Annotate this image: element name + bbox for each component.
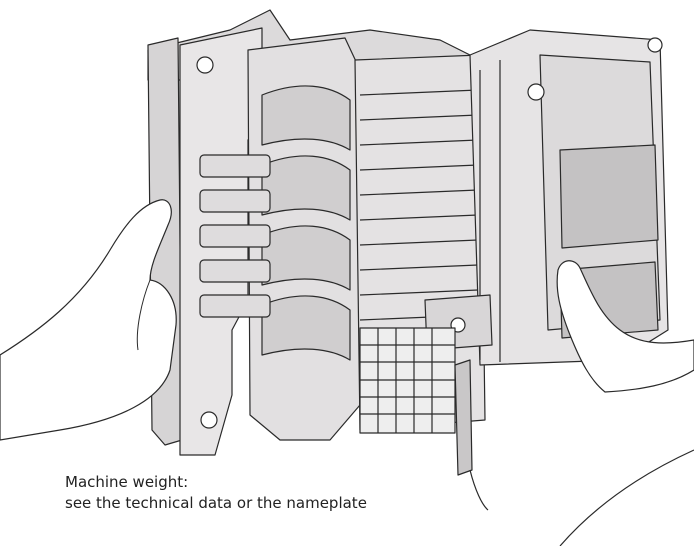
caption-line-2: see the technical data or the nameplate [65,494,367,512]
weight-caption: Machine weight: see the technical data o… [65,472,367,514]
caption-line-1: Machine weight: [65,473,189,491]
left-hand [0,199,177,441]
right-hand [556,260,694,393]
